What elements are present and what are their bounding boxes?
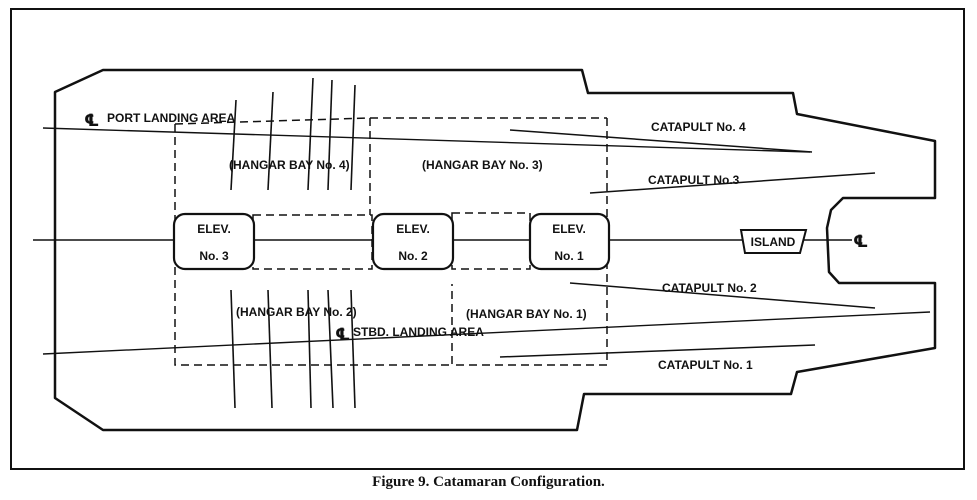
- port-cross-lines: [230, 77, 356, 191]
- catapult-1-label: CATAPULT No. 1: [658, 358, 753, 372]
- catapult-4-track: [509, 129, 813, 153]
- hull-outline: [53, 68, 937, 432]
- figure-frame: [10, 8, 965, 470]
- hangar-bay-1-label: (HANGAR BAY No. 1): [466, 307, 587, 321]
- elevator-3-label-line1: ELEV.: [197, 222, 231, 236]
- catapult-2-track: [569, 282, 876, 309]
- centerline-symbol-stbd: ℄: [335, 325, 350, 345]
- catapult-2-label: CATAPULT No. 2: [662, 281, 757, 295]
- hangar-bay-4-label: (HANGAR BAY No. 4): [229, 158, 350, 172]
- island: [739, 229, 808, 254]
- stbd-cross-lines: [230, 289, 356, 409]
- elevator-2-label-line1: ELEV.: [396, 222, 430, 236]
- island-label: ISLAND: [751, 235, 796, 249]
- elevator-3: [172, 212, 256, 271]
- elevator-2: [371, 212, 455, 271]
- centerline-symbol-port: ℄: [84, 111, 99, 131]
- hangar-bay-2-label: (HANGAR BAY No. 2): [236, 305, 357, 319]
- catapult-1-track: [499, 344, 816, 358]
- stbd-landing-area-label: STBD. LANDING AREA: [353, 325, 484, 339]
- elevator-1: [528, 212, 611, 271]
- figure-caption: Figure 9. Catamaran Configuration.: [372, 474, 605, 490]
- elevator-1-label-line1: ELEV.: [552, 222, 586, 236]
- catapult-4-label: CATAPULT No. 4: [651, 120, 746, 134]
- hangar-bay-3-label: (HANGAR BAY No. 3): [422, 158, 543, 172]
- catapult-3-track: [589, 172, 876, 194]
- elevator-2-label-line2: No. 2: [398, 249, 428, 263]
- port-landing-centerline: [42, 127, 811, 153]
- elevator-1-label-line2: No. 1: [554, 249, 584, 263]
- port-landing-area-label: PORT LANDING AREA: [107, 111, 236, 125]
- catapult-3-label: CATAPULT No.3: [648, 173, 740, 187]
- elevator-3-label-line2: No. 3: [199, 249, 229, 263]
- stbd-landing-centerline: [42, 311, 931, 355]
- centerline-symbol-ship: ℄: [853, 232, 868, 252]
